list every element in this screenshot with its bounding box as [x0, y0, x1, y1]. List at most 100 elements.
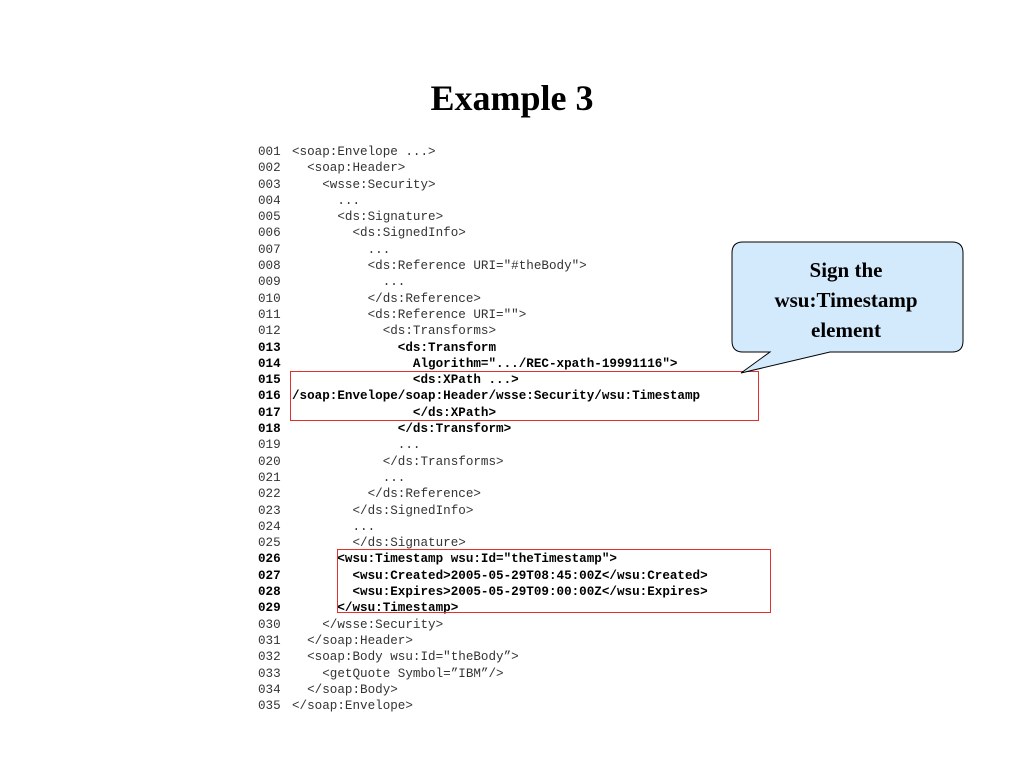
code-line: 003 <wsse:Security>: [258, 177, 708, 193]
line-number: 033: [258, 666, 281, 681]
line-number: 027: [258, 568, 281, 583]
code-text: <ds:XPath ...>: [292, 373, 519, 388]
line-number: 017: [258, 405, 281, 420]
code-text: <wsse:Security>: [292, 177, 436, 192]
code-text: ...: [292, 193, 361, 208]
code-text: <ds:Transforms>: [292, 324, 497, 339]
code-line-highlighted: 028 <wsu:Expires>2005-05-29T09:00:00Z</w…: [258, 584, 708, 600]
code-text: </ds:Transforms>: [292, 454, 504, 469]
line-number: 019: [258, 438, 281, 453]
code-text: <ds:Reference URI="">: [292, 307, 527, 322]
code-text: <ds:Reference URI="#theBody">: [292, 259, 587, 274]
code-text: <wsu:Created>2005-05-29T08:45:00Z</wsu:C…: [292, 568, 708, 583]
code-text: ...: [292, 438, 421, 453]
line-number: 029: [258, 601, 281, 616]
code-line: 019 ...: [258, 437, 708, 453]
code-line: 012 <ds:Transforms>: [258, 323, 708, 339]
code-line-highlighted: 016/soap:Envelope/soap:Header/wsse:Secur…: [258, 388, 708, 404]
slide-title: Example 3: [430, 78, 594, 118]
code-text: ...: [292, 519, 376, 534]
line-number: 022: [258, 487, 281, 502]
code-line: 034 </soap:Body>: [258, 682, 708, 698]
code-line-highlighted: 029 </wsu:Timestamp>: [258, 600, 708, 616]
line-number: 028: [258, 585, 281, 600]
code-text: </ds:Signature>: [292, 536, 466, 551]
code-text: <soap:Body wsu:Id="theBody”>: [292, 650, 519, 665]
callout-line-1: Sign the: [809, 258, 883, 282]
code-text: <soap:Envelope ...>: [292, 145, 436, 159]
line-number: 025: [258, 536, 281, 551]
code-text: Algorithm=".../REC-xpath-19991116">: [292, 356, 678, 371]
callout-text: Sign the wsu:Timestamp element: [733, 255, 959, 345]
line-number: 014: [258, 356, 281, 371]
code-text: </ds:Transform>: [292, 422, 512, 437]
code-line: 035 </soap:Envelope>: [258, 698, 708, 714]
code-text: </ds:Reference>: [292, 291, 481, 306]
code-text: /soap:Envelope/soap:Header/wsse:Security…: [292, 389, 701, 404]
code-text: </ds:XPath>: [292, 405, 497, 420]
line-number: 030: [258, 617, 281, 632]
line-number: 001: [258, 145, 281, 159]
line-number: 020: [258, 454, 281, 469]
line-number: 012: [258, 324, 281, 339]
line-number: 006: [258, 226, 281, 241]
code-text: </wsse:Security>: [292, 617, 444, 632]
code-line: 020 </ds:Transforms>: [258, 454, 708, 470]
code-line: 021 ...: [258, 470, 708, 486]
code-line: 030 </wsse:Security>: [258, 617, 708, 633]
line-number: 015: [258, 373, 281, 388]
code-text: </soap:Body>: [292, 682, 398, 697]
code-line: 010 </ds:Reference>: [258, 291, 708, 307]
code-line-highlighted: 015 <ds:XPath ...>: [258, 372, 708, 388]
line-number: 007: [258, 242, 281, 257]
callout-shape: [731, 241, 964, 374]
line-number: 018: [258, 422, 281, 437]
line-number: 002: [258, 161, 281, 176]
code-line: 011 <ds:Reference URI="">: [258, 307, 708, 323]
code-line: 008 <ds:Reference URI="#theBody">: [258, 258, 708, 274]
code-line: 009 ...: [258, 274, 708, 290]
code-text: ...: [292, 470, 406, 485]
line-number: 016: [258, 389, 281, 404]
line-number: 011: [258, 307, 281, 322]
code-line-highlighted: 018 </ds:Transform>: [258, 421, 708, 437]
code-text: </soap:Envelope>: [292, 699, 413, 714]
code-line: 023 </ds:SignedInfo>: [258, 503, 708, 519]
code-line-highlighted: 017 </ds:XPath>: [258, 405, 708, 421]
code-line: 022 </ds:Reference>: [258, 486, 708, 502]
line-number: 026: [258, 552, 281, 567]
code-line: 025 </ds:Signature>: [258, 535, 708, 551]
callout-line-2: wsu:Timestamp: [774, 288, 918, 312]
code-text: <ds:Signature>: [292, 210, 444, 225]
code-line-highlighted: 013 <ds:Transform: [258, 340, 708, 356]
line-number: 023: [258, 503, 281, 518]
code-line: 031 </soap:Header>: [258, 633, 708, 649]
code-listing: 001 <soap:Envelope ...> 002 <soap:Header>…: [258, 144, 708, 714]
line-number: 003: [258, 177, 281, 192]
code-text: </ds:SignedInfo>: [292, 503, 474, 518]
code-line: 006 <ds:SignedInfo>: [258, 225, 708, 241]
line-number: 009: [258, 275, 281, 290]
line-number: 021: [258, 470, 281, 485]
code-text: <soap:Header>: [292, 161, 406, 176]
code-line-highlighted: 014 Algorithm=".../REC-xpath-19991116">: [258, 356, 708, 372]
line-number: 032: [258, 650, 281, 665]
code-line: 005 <ds:Signature>: [258, 209, 708, 225]
line-number: 035: [258, 699, 281, 714]
line-number: 031: [258, 633, 281, 648]
code-text: <getQuote Symbol=”IBM”/>: [292, 666, 504, 681]
code-line: 002 <soap:Header>: [258, 160, 708, 176]
line-number: 013: [258, 340, 281, 355]
code-line: 032 <soap:Body wsu:Id="theBody”>: [258, 649, 708, 665]
code-text: <wsu:Timestamp wsu:Id="theTimestamp">: [292, 552, 617, 567]
code-line: 007 ...: [258, 242, 708, 258]
code-text: <ds:SignedInfo>: [292, 226, 466, 241]
code-line-highlighted: 026 <wsu:Timestamp wsu:Id="theTimestamp"…: [258, 551, 708, 567]
line-number: 008: [258, 259, 281, 274]
code-line: 004 ...: [258, 193, 708, 209]
code-text: </soap:Header>: [292, 633, 413, 648]
line-number: 004: [258, 193, 281, 208]
line-number: 034: [258, 682, 281, 697]
code-line: 024 ...: [258, 519, 708, 535]
